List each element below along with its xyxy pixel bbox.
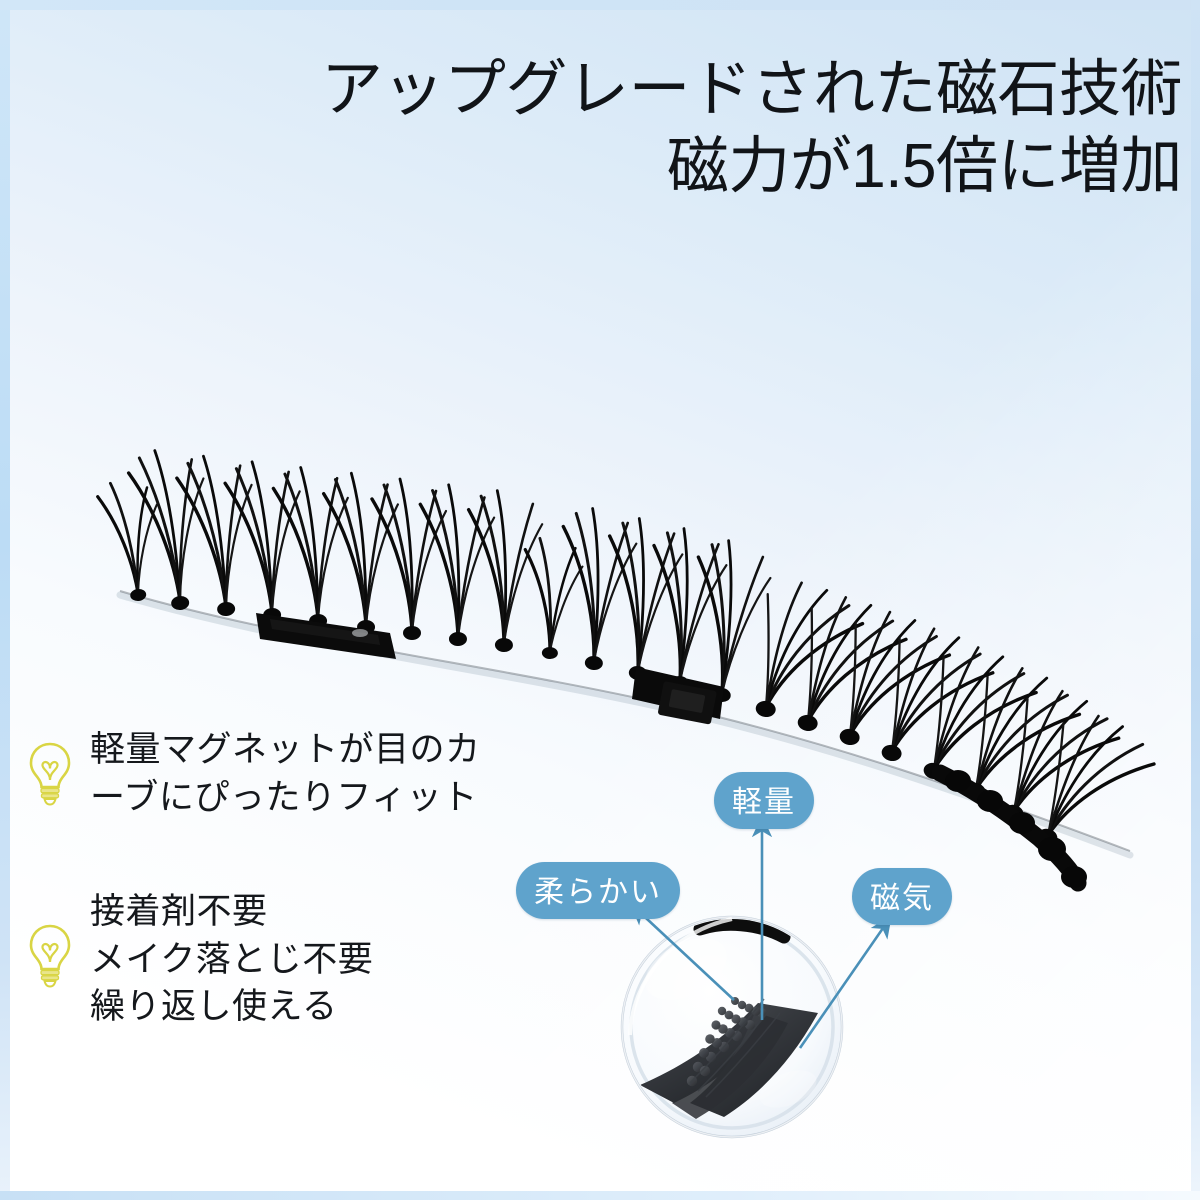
bullet-2-line-3: 繰り返し使える	[90, 987, 338, 1027]
bullet-1-line-2: ーブにぴったりフィット	[90, 777, 478, 817]
magnet-closeup-magnifier	[612, 907, 852, 1147]
feature-bullet-2-text: 接着剤不要 メイク落とじ不要 繰り返し使える	[90, 888, 373, 1031]
eyelash-photo	[60, 215, 1180, 995]
frame-edge-right	[1191, 0, 1200, 1200]
feature-bullet-2: 接着剤不要 メイク落とじ不要 繰り返し使える	[24, 888, 373, 1031]
headline: アップグレードされた磁石技術 磁力が1.5倍に増加	[312, 55, 1183, 202]
callout-badge-light: 軽量	[714, 772, 814, 829]
frame-edge-top	[0, 0, 1200, 10]
callout-badge-soft: 柔らかい	[516, 862, 680, 919]
headline-line-2: 磁力が1.5倍に増加	[666, 132, 1183, 202]
bullet-2-line-2: メイク落とじ不要	[90, 939, 374, 979]
lightbulb-icon	[24, 922, 76, 992]
lightbulb-icon	[24, 740, 76, 810]
bullet-1-line-1: 軽量マグネットが目のカ	[90, 730, 481, 769]
frame-edge-bottom	[0, 1191, 1200, 1200]
feature-bullet-1-text: 軽量マグネットが目のカ ーブにぴったりフィット	[90, 726, 481, 821]
headline-line-1: アップグレードされた磁石技術	[320, 55, 1183, 124]
bullet-2-line-1: 接着剤不要	[90, 892, 268, 931]
frame-edge-left	[0, 0, 10, 1200]
callout-badge-magnetic: 磁気	[852, 868, 952, 925]
feature-bullet-1: 軽量マグネットが目のカ ーブにぴったりフィット	[24, 726, 481, 821]
